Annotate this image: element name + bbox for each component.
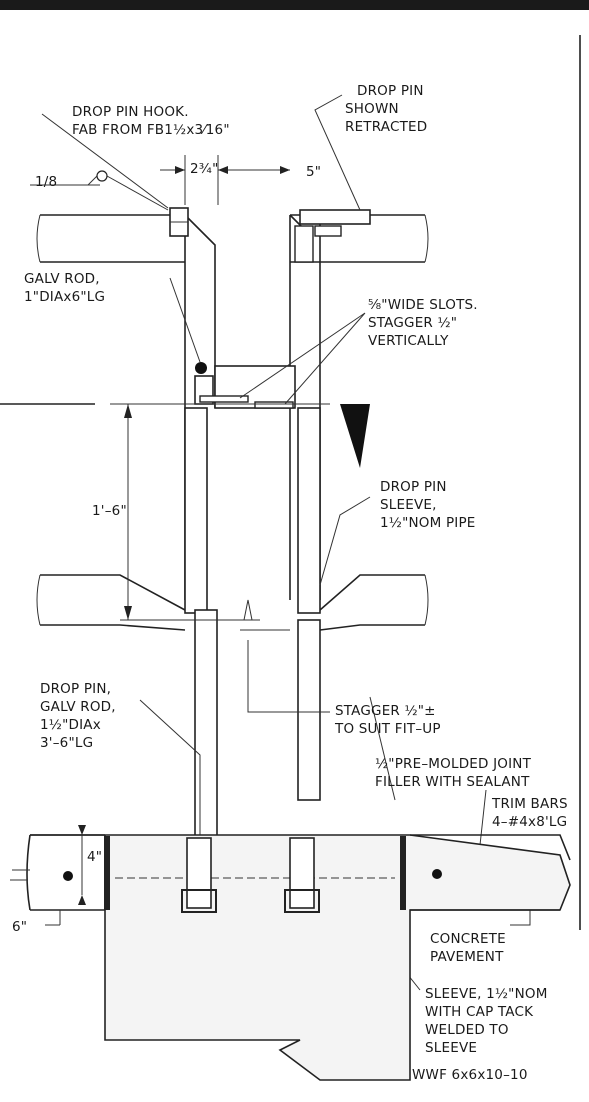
dim-top bbox=[160, 155, 290, 205]
label-dim-four: 4" bbox=[87, 849, 103, 865]
label-dim-five: 5" bbox=[306, 164, 322, 180]
weld-symbol bbox=[30, 170, 169, 211]
label-wwf: WWF 6x6x10–10 bbox=[412, 1067, 528, 1083]
label-drop-pin-hook: DROP PIN HOOK.FAB FROM FB1½x3⁄16" bbox=[72, 104, 230, 138]
label-dim-gap: 2¾" bbox=[190, 161, 219, 177]
label-slots: ⅝"WIDE SLOTS.STAGGER ½"VERTICALLY bbox=[368, 297, 478, 349]
label-dim-height: 1'–6" bbox=[92, 503, 127, 519]
drop-pin-retracted bbox=[294, 209, 371, 263]
label-stagger: STAGGER ½"±TO SUIT FIT–UP bbox=[335, 703, 441, 737]
sleeves-in-concrete bbox=[181, 837, 320, 913]
trim-bar-right bbox=[432, 869, 442, 879]
concrete-pavement bbox=[10, 834, 571, 1081]
label-weld-symbol: 1/8 bbox=[35, 174, 58, 190]
joint-filler-right bbox=[400, 836, 406, 910]
drop-pin-sleeves bbox=[184, 407, 321, 891]
lower-rail bbox=[36, 574, 429, 631]
joint-filler-left bbox=[104, 836, 110, 910]
trim-bar-left bbox=[63, 871, 73, 881]
section-marker bbox=[340, 404, 370, 468]
top-border bbox=[0, 0, 589, 10]
label-dim-six: 6" bbox=[12, 919, 28, 935]
dim-concrete bbox=[45, 825, 86, 926]
label-galv-rod: GALV ROD,1"DIAx6"LG bbox=[24, 271, 106, 305]
galv-rod-assembly bbox=[194, 362, 296, 409]
dim-height-line bbox=[120, 404, 330, 713]
